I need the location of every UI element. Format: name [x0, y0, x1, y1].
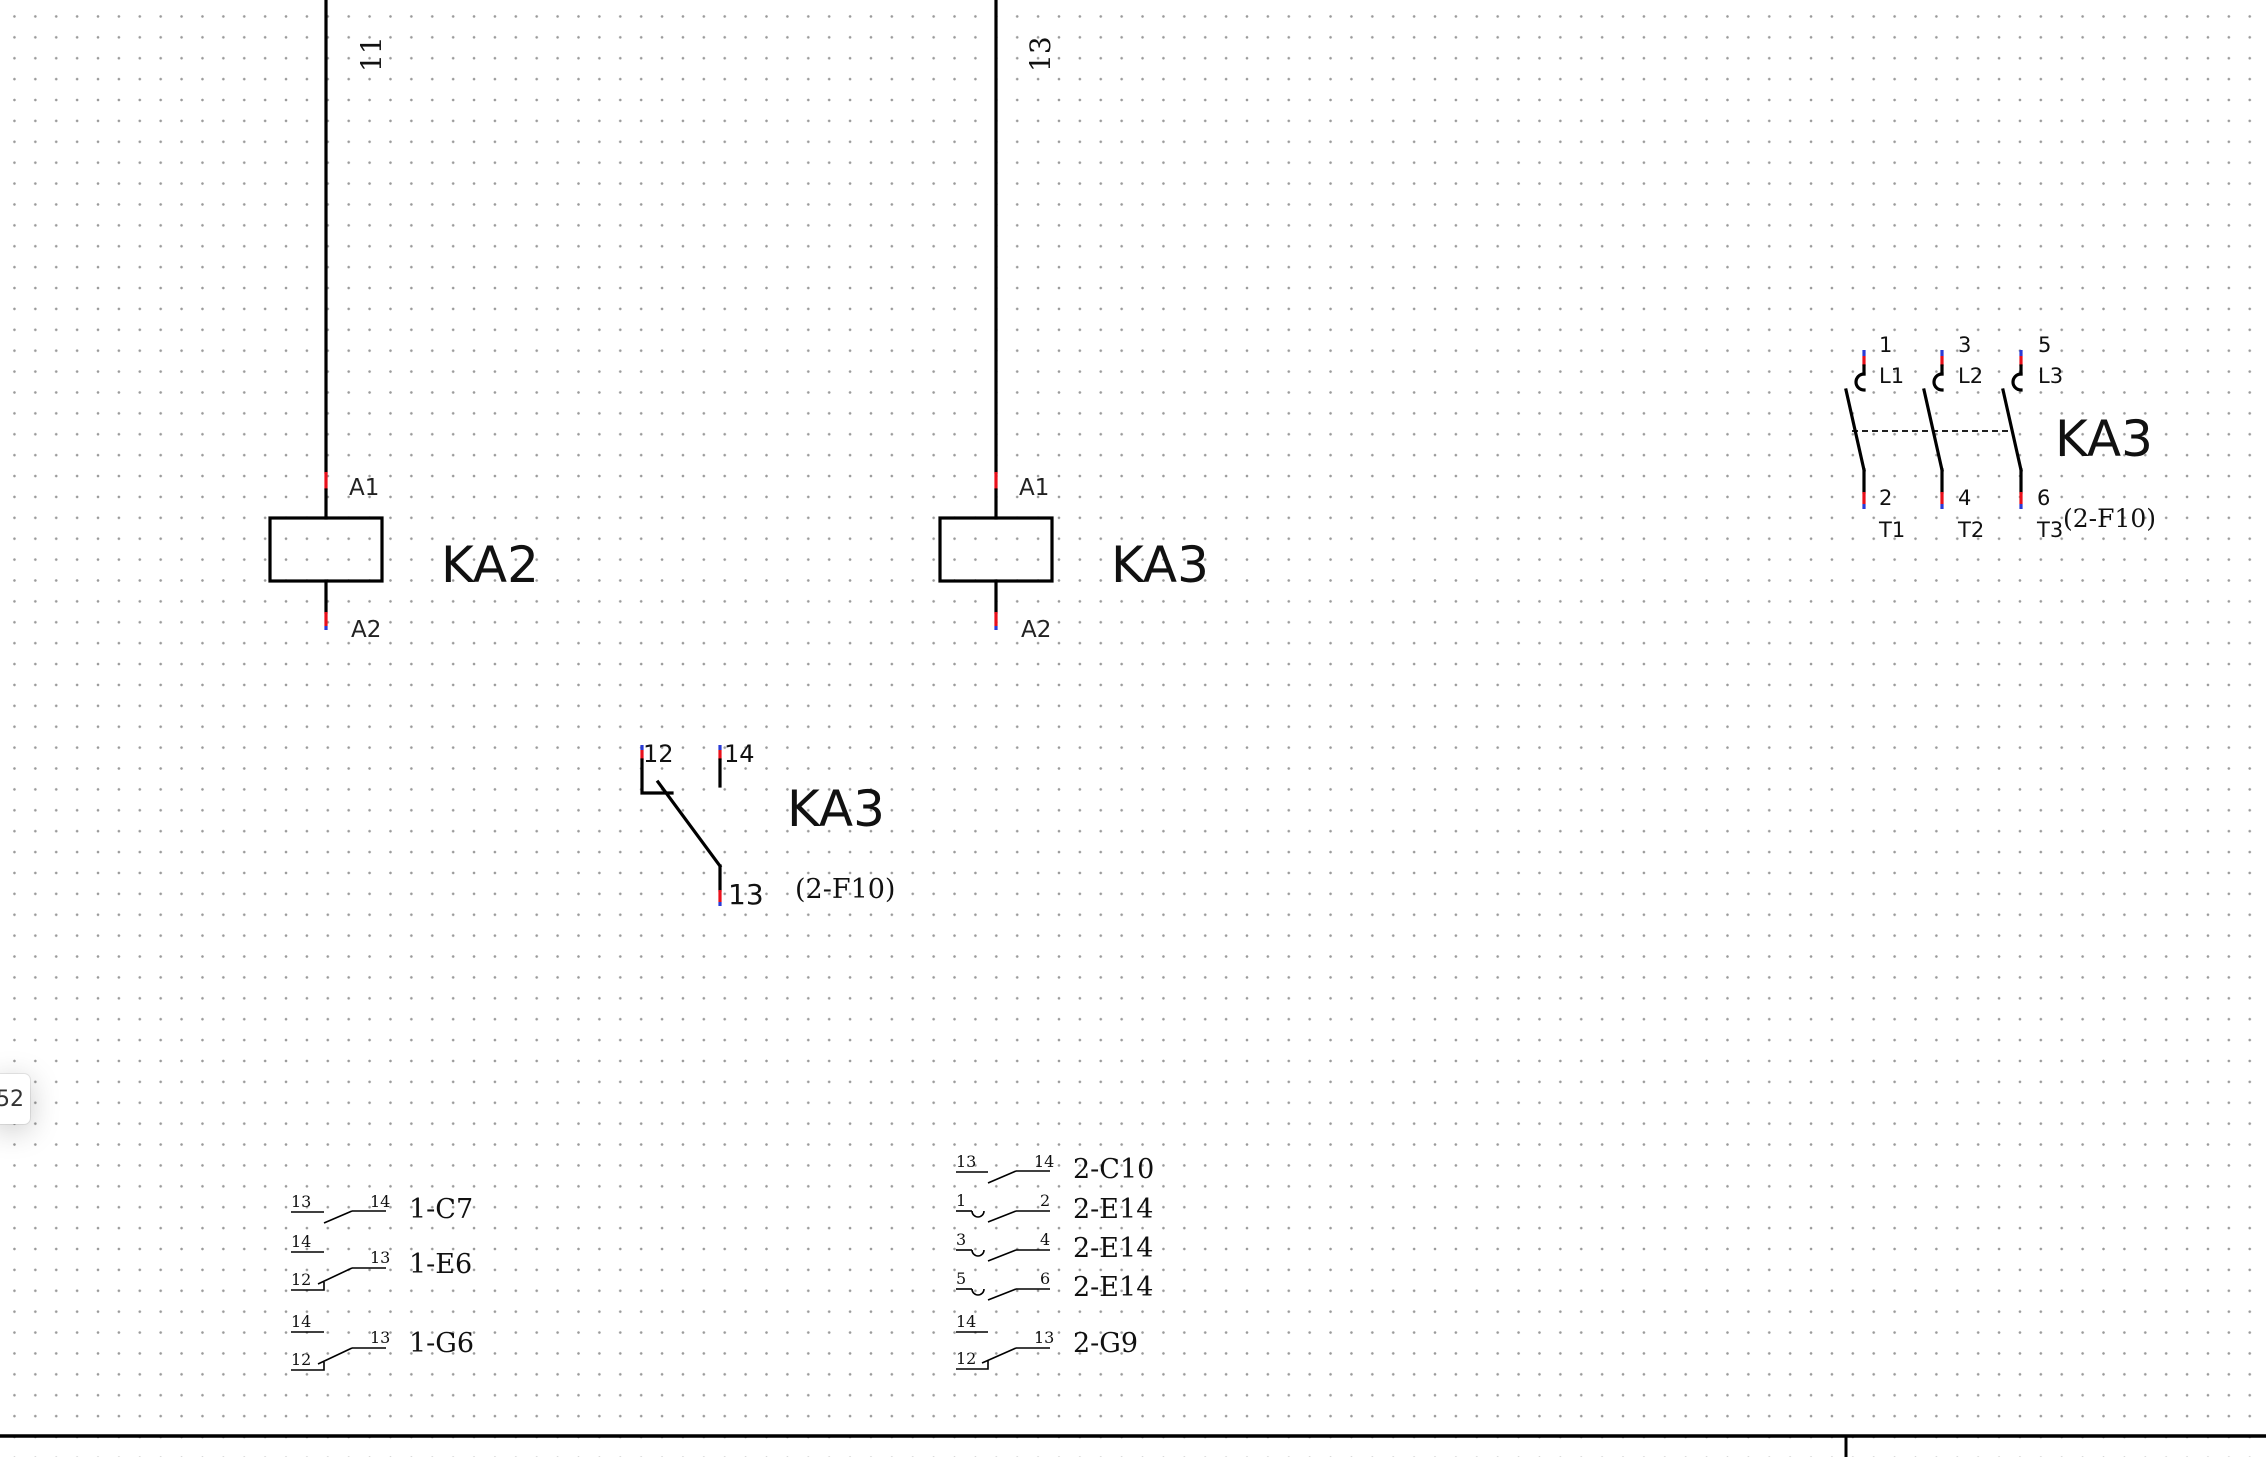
pole-top-label: L3: [2038, 364, 2063, 388]
terminal-number: 14: [956, 1312, 976, 1331]
terminal-number: 14: [1034, 1152, 1054, 1171]
xref-row[interactable]: 3 4 2-E14: [956, 1230, 1153, 1264]
xref-label: 1-E6: [409, 1249, 472, 1280]
xref-label: (2-F10): [2063, 504, 2156, 533]
pole-top-number: 1: [1879, 333, 1892, 357]
pin-label-a2: A2: [351, 617, 381, 643]
xref-label: 2-E14: [1073, 1233, 1153, 1264]
contact-blade: [323, 1210, 353, 1224]
pole-bottom-label: T2: [1957, 518, 1984, 542]
pin-label-a2: A2: [1021, 617, 1051, 643]
xref-row[interactable]: 13 14 1-C7: [291, 1192, 473, 1225]
contact-line: [291, 1362, 325, 1371]
terminal-number: 2: [1040, 1191, 1050, 1210]
xref-row[interactable]: 14 12 13 2-G9: [956, 1312, 1138, 1370]
xref-row[interactable]: 5 6 2-E14: [956, 1269, 1153, 1303]
terminal-number: 13: [956, 1152, 976, 1171]
switch-blade: [2001, 388, 2023, 472]
component-ref: KA3: [2055, 410, 2153, 468]
xref-label: 2-E14: [1073, 1194, 1153, 1225]
xref-row[interactable]: 13 14 2-C10: [956, 1152, 1154, 1185]
contact-line: [956, 1361, 989, 1370]
component-ref: KA3: [787, 780, 885, 838]
pole-3: [2001, 350, 2023, 509]
arc-suppressor: [1932, 372, 1944, 392]
terminal-number: 14: [291, 1312, 311, 1331]
xref-table-right: 13 14 2-C10 1 2 2-E14 3 4 2-E14: [956, 1152, 1154, 1370]
terminal-number: 4: [1040, 1230, 1050, 1249]
terminal-number: 13: [370, 1328, 390, 1347]
terminal-number: 6: [1040, 1269, 1050, 1288]
nc-contact-line: [640, 758, 674, 795]
terminal-number: 3: [956, 1230, 966, 1249]
pole-bottom-label: T1: [1878, 518, 1905, 542]
xref-row[interactable]: 14 12 13 1-G6: [291, 1312, 474, 1371]
changeover-contact-ka3[interactable]: 12 14 13 KA3 (2-F10): [640, 740, 895, 911]
wire-number: 11: [355, 36, 388, 72]
switch-blade: [655, 779, 723, 869]
contact-line: [291, 1282, 325, 1291]
pole-bottom-number: 2: [1879, 486, 1892, 510]
pole-2: [1922, 350, 1944, 509]
arc-suppressor: [1854, 372, 1866, 392]
terminal-number: 1: [956, 1191, 966, 1210]
coil-body[interactable]: [938, 516, 1054, 583]
component-ref: KA3: [1111, 536, 1209, 594]
pole-top-label: L2: [1958, 364, 1983, 388]
contact-blade: [987, 1288, 1017, 1301]
xref-label: 1-C7: [409, 1194, 473, 1225]
terminal-number: 12: [291, 1270, 311, 1289]
contact-blade: [987, 1210, 1017, 1223]
pole-bottom-number: 6: [2037, 486, 2050, 510]
pole-top-label: L1: [1879, 364, 1904, 388]
xref-label: 1-G6: [409, 1328, 474, 1359]
terminal-number: 13: [370, 1248, 390, 1267]
xref-table-left: 13 14 1-C7 14 12 13 1-E6 14 12 13 1-G6: [291, 1192, 474, 1371]
pin-label-a1: A1: [349, 475, 379, 501]
xref-label: 2-G9: [1073, 1328, 1138, 1359]
arc-suppressor: [971, 1210, 985, 1218]
pin-label-14: 14: [724, 740, 755, 768]
arc-suppressor: [971, 1288, 985, 1296]
pole-1: [1844, 350, 1866, 509]
terminal-number: 5: [956, 1269, 966, 1288]
contact-blade: [317, 1347, 353, 1365]
contact-blade: [317, 1267, 353, 1285]
terminal-number: 14: [291, 1232, 311, 1251]
power-contactor-ka3[interactable]: 1 L1 2 T1 3 L2 4 T2 5 L3 6 T3 KA3 (2-F10…: [1844, 333, 2156, 542]
xref-row[interactable]: 14 12 13 1-E6: [291, 1232, 472, 1291]
coil-ka3-group[interactable]: 13 A1 A2 KA3: [938, 0, 1209, 643]
pole-bottom-number: 4: [1958, 486, 1971, 510]
terminal-number: 13: [1034, 1328, 1054, 1347]
wire-number: 13: [1024, 36, 1057, 72]
terminal-number: 12: [956, 1349, 976, 1368]
side-panel-tag[interactable]: 52: [0, 1074, 30, 1124]
arc-suppressor: [2011, 372, 2023, 392]
switch-blade: [1922, 388, 1944, 472]
xref-label: 2-E14: [1073, 1272, 1153, 1303]
pole-top-number: 5: [2038, 333, 2051, 357]
terminal-number: 13: [291, 1192, 311, 1211]
pole-top-number: 3: [1958, 333, 1971, 357]
terminal-number: 14: [370, 1192, 390, 1211]
switch-blade: [1844, 388, 1866, 472]
contact-blade: [987, 1249, 1017, 1262]
terminal-number: 12: [291, 1350, 311, 1369]
xref-label: 2-C10: [1073, 1154, 1154, 1185]
xref-label: (2-F10): [795, 874, 895, 905]
pin-label-12: 12: [643, 740, 674, 768]
contact-blade: [987, 1170, 1017, 1184]
component-ref: KA2: [441, 536, 539, 594]
coil-body[interactable]: [268, 516, 384, 583]
coil-ka2-group[interactable]: 11 A1 A2 KA2: [268, 0, 539, 643]
arc-suppressor: [971, 1249, 985, 1257]
contact-blade: [981, 1347, 1017, 1364]
pole-bottom-label: T3: [2036, 518, 2063, 542]
pin-label-13: 13: [728, 878, 764, 911]
pin-label-a1: A1: [1019, 475, 1049, 501]
xref-row[interactable]: 1 2 2-E14: [956, 1191, 1153, 1225]
